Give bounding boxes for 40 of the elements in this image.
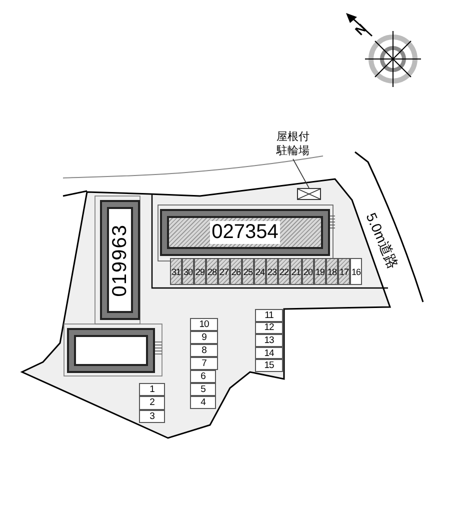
parking-space: 22 (278, 258, 290, 285)
building (100, 200, 140, 320)
parking-space: 20 (302, 258, 314, 285)
parking-space: 26 (230, 258, 242, 285)
building (67, 328, 155, 373)
parking-space: 27 (218, 258, 230, 285)
parking-space: 14 (255, 346, 283, 360)
parking-space: 9 (190, 331, 218, 344)
parking-space: 25 (242, 258, 254, 285)
parking-space: 2 (139, 396, 165, 410)
parking-space: 12 (255, 322, 283, 334)
building-number: 019963 (108, 224, 132, 296)
parking-space: 16 (350, 258, 362, 285)
parking-space: 31 (170, 258, 182, 285)
parking-space: 5 (190, 383, 216, 396)
parking-space: 17 (338, 258, 350, 285)
building-number: 027354 (210, 221, 280, 244)
parking-space: 24 (254, 258, 266, 285)
parking-space: 6 (190, 370, 216, 383)
parking-space: 4 (190, 396, 216, 409)
parking-space: 28 (206, 258, 218, 285)
bicycle-shelter (297, 188, 321, 200)
area-label: 屋根付駐輪場 (275, 130, 311, 158)
parking-space: 7 (190, 357, 218, 370)
parking-space: 21 (290, 258, 302, 285)
parking-space: 23 (266, 258, 278, 285)
parking-space: 13 (255, 334, 283, 347)
parking-space: 8 (190, 344, 218, 357)
parking-space: 18 (326, 258, 338, 285)
road-label: 5.0m道路 (362, 210, 402, 272)
parking-space: 30 (182, 258, 194, 285)
parking-space: 19 (314, 258, 326, 285)
parking-space: 10 (190, 318, 218, 331)
parking-space: 29 (194, 258, 206, 285)
parking-space: 1 (139, 383, 165, 396)
parking-space: 3 (139, 410, 165, 423)
leader-line (292, 158, 310, 188)
parking-space: 11 (255, 309, 283, 322)
parking-space: 15 (255, 359, 283, 372)
building (160, 209, 330, 256)
